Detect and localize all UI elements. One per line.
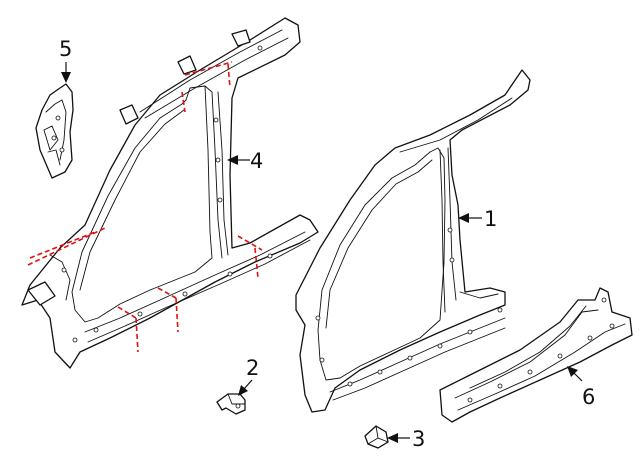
callout-label: 1 bbox=[484, 207, 497, 231]
callout-label: 4 bbox=[250, 149, 263, 173]
cut-line bbox=[184, 61, 233, 76]
cut-line bbox=[181, 91, 186, 113]
part-5-bracket bbox=[35, 83, 74, 179]
callout-4: 4 bbox=[227, 149, 263, 173]
cut-line bbox=[227, 63, 231, 89]
cut-line bbox=[135, 317, 139, 353]
cut-line bbox=[175, 297, 179, 333]
callout-5: 5 bbox=[59, 37, 72, 83]
callout-6: 6 bbox=[567, 366, 595, 409]
callout-1: 1 bbox=[458, 207, 497, 231]
part-2-clip bbox=[216, 393, 246, 415]
part-4-side-frame-cut bbox=[21, 17, 319, 369]
callout-label: 5 bbox=[59, 37, 72, 61]
callout-label: 2 bbox=[246, 356, 259, 380]
cut-line bbox=[117, 306, 137, 319]
part-1-side-frame bbox=[295, 69, 531, 413]
cut-line bbox=[157, 287, 177, 299]
callout-label: 3 bbox=[412, 427, 425, 451]
callout-2: 2 bbox=[238, 356, 259, 396]
callout-3: 3 bbox=[387, 427, 425, 451]
part-3-gusset bbox=[364, 425, 389, 449]
cut-line bbox=[237, 235, 263, 251]
callout-label: 6 bbox=[582, 385, 595, 409]
cut-line bbox=[27, 227, 106, 266]
cut-line bbox=[29, 231, 96, 259]
cut-line bbox=[254, 247, 259, 279]
part-6-rocker-panel bbox=[439, 287, 633, 423]
